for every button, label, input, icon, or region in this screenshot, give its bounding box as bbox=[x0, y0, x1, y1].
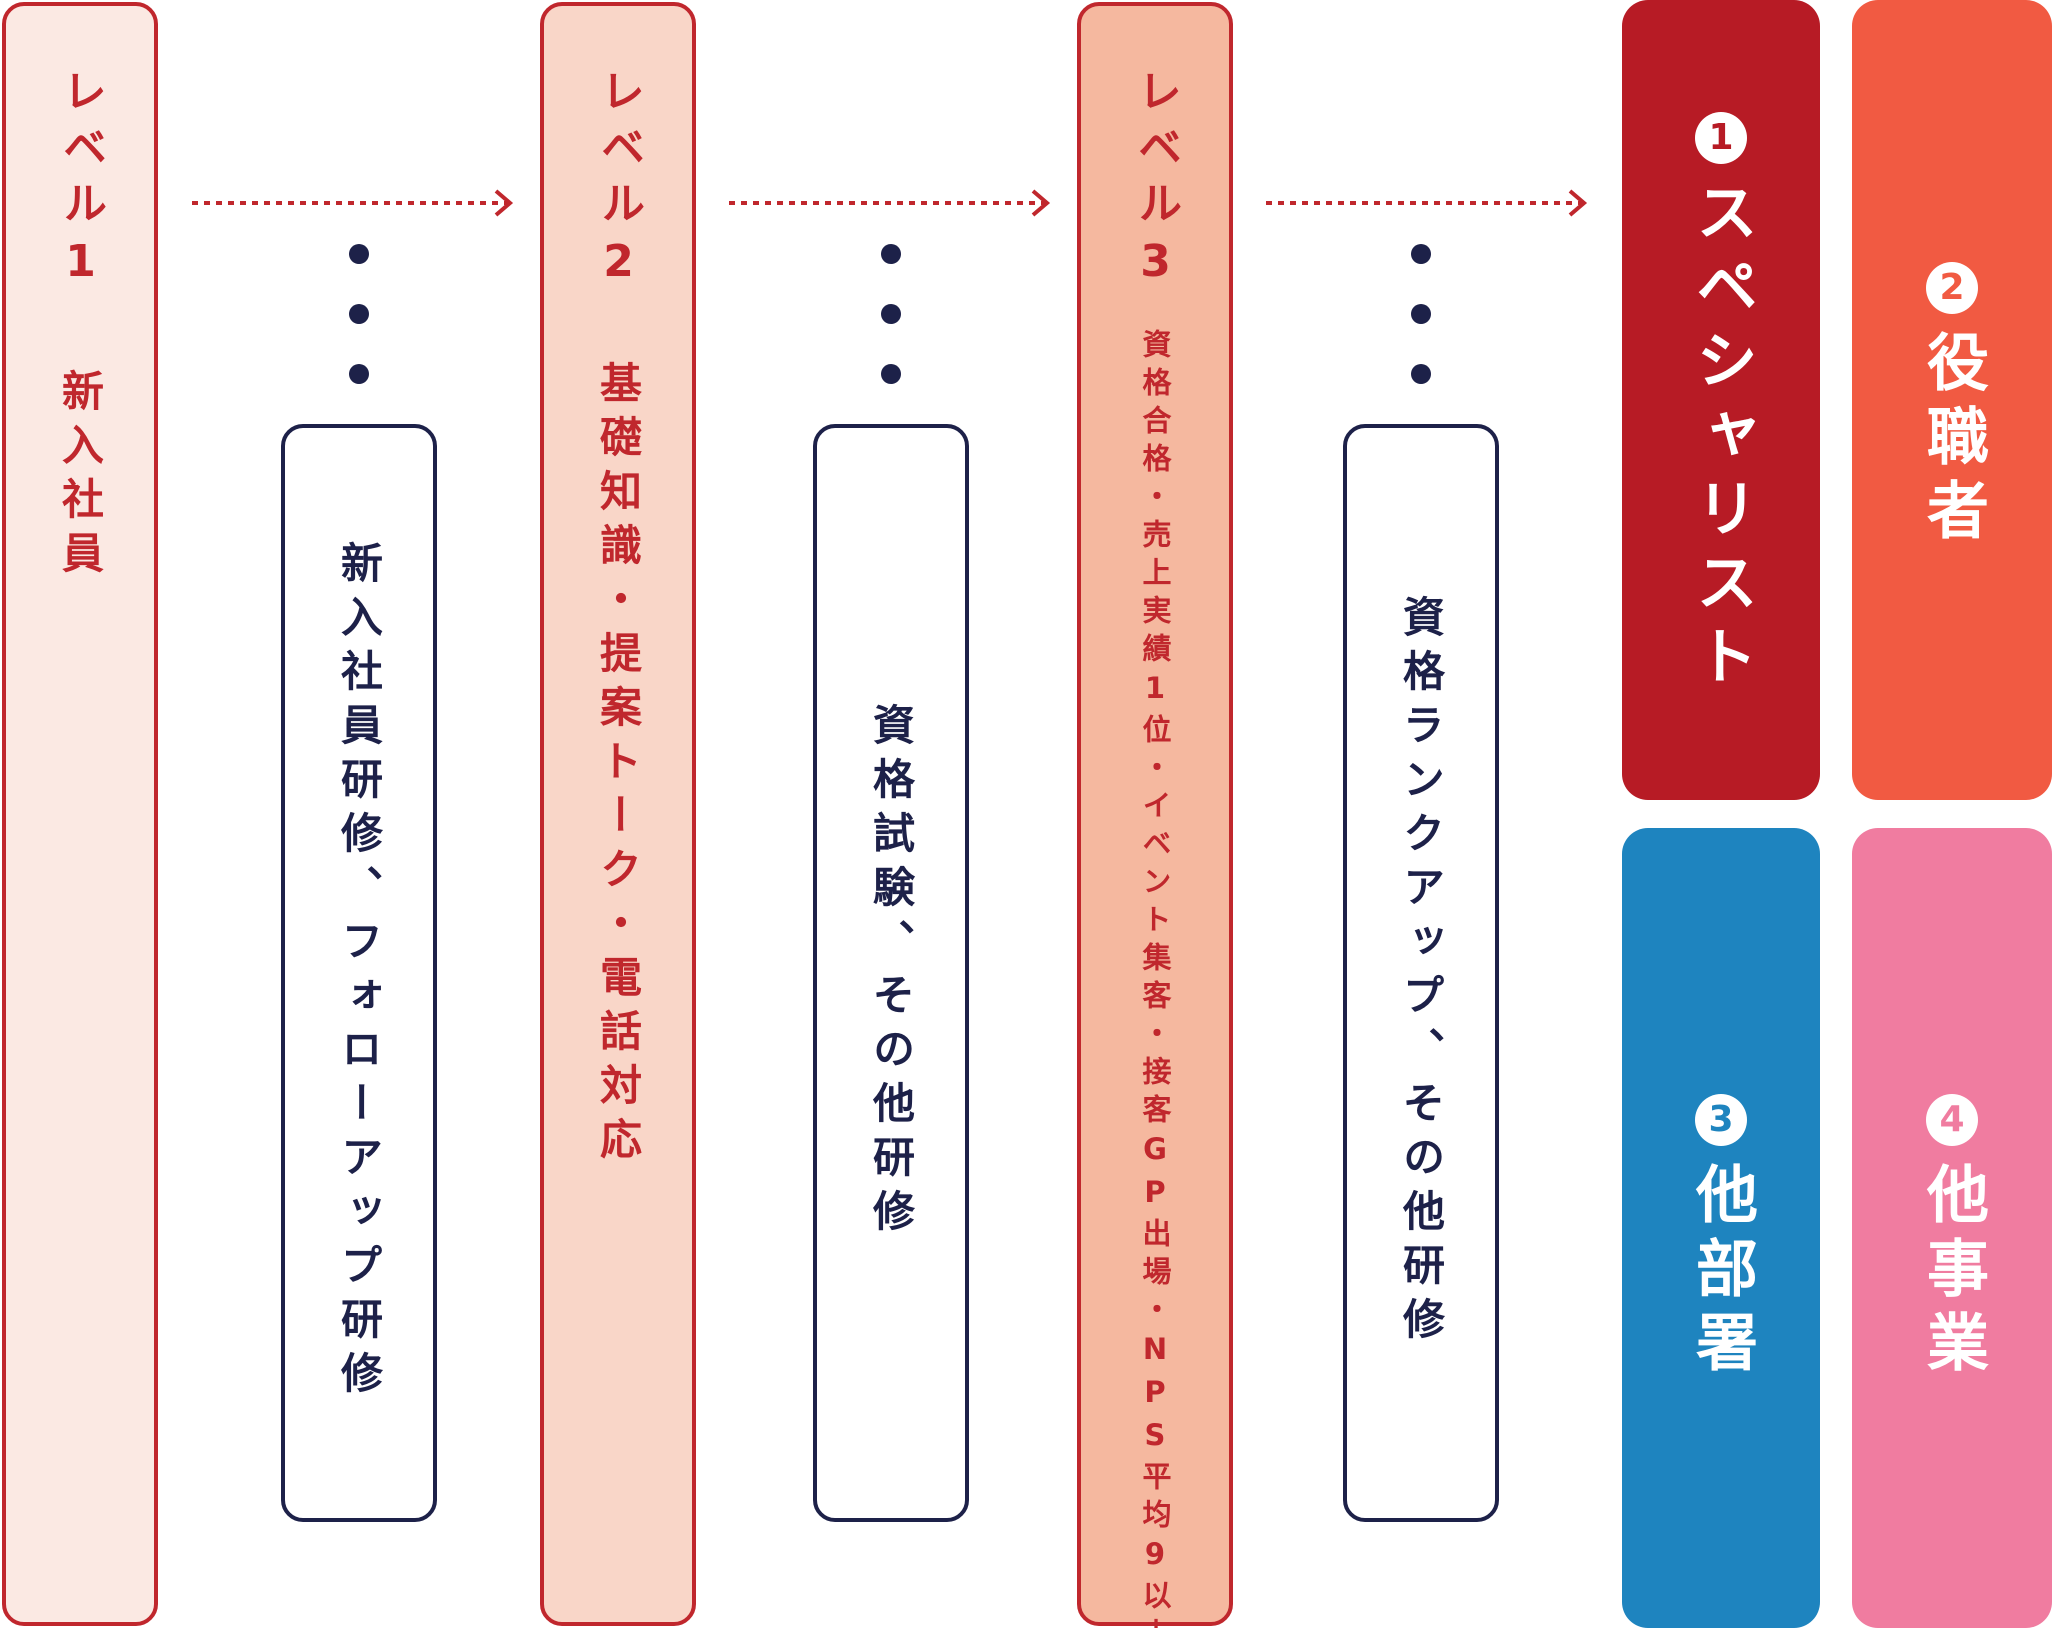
vertical-ellipsis-icon bbox=[881, 244, 901, 384]
vertical-ellipsis-icon bbox=[1411, 244, 1431, 384]
level-1-title: レベル1 bbox=[55, 68, 106, 299]
outcome-other-business: 4 他事業 bbox=[1852, 828, 2052, 1628]
training-box-2: 資格試験、その他研修 bbox=[813, 424, 969, 1522]
outcome-4-label: 他事業 bbox=[1916, 1162, 1989, 1384]
vertical-ellipsis-icon bbox=[349, 244, 369, 384]
training-3-label: 資格ランクアップ、その他研修 bbox=[1396, 595, 1446, 1351]
outcome-3-label: 他部署 bbox=[1685, 1162, 1758, 1384]
outcome-3-number: 3 bbox=[1695, 1094, 1747, 1146]
outcome-2-label: 役職者 bbox=[1916, 330, 1989, 552]
outcome-2-number: 2 bbox=[1926, 262, 1978, 314]
level-3-description: 資格合格・売上実績1位・イベント集客・接客GP出場・NPS平均9以上 bbox=[1138, 329, 1172, 1628]
training-1-label: 新入社員研修、フォローアップ研修 bbox=[334, 541, 384, 1405]
level-3-title: レベル3 bbox=[1130, 68, 1181, 299]
outcome-other-department: 3 他部署 bbox=[1622, 828, 1820, 1628]
level-2-column: レベル2 基礎知識・提案トーク・電話対応 bbox=[540, 2, 696, 1626]
outcome-manager: 2 役職者 bbox=[1852, 0, 2052, 800]
dotted-arrow-icon bbox=[729, 189, 1051, 217]
level-1-column: レベル1 新入社員 bbox=[2, 2, 158, 1626]
level-1-description: 新入社員 bbox=[55, 369, 105, 585]
outcome-1-number: 1 bbox=[1695, 112, 1747, 164]
dotted-arrow-icon bbox=[192, 189, 514, 217]
training-2-label: 資格試験、その他研修 bbox=[866, 703, 916, 1243]
dotted-arrow-icon bbox=[1266, 189, 1588, 217]
training-box-3: 資格ランクアップ、その他研修 bbox=[1343, 424, 1499, 1522]
outcome-specialist: 1 スペシャリスト bbox=[1622, 0, 1820, 800]
outcome-4-number: 4 bbox=[1926, 1094, 1978, 1146]
level-3-column: レベル3 資格合格・売上実績1位・イベント集客・接客GP出場・NPS平均9以上 bbox=[1077, 2, 1233, 1628]
level-2-description: 基礎知識・提案トーク・電話対応 bbox=[593, 361, 643, 1171]
outcome-1-label: スペシャリスト bbox=[1685, 180, 1758, 698]
training-box-1: 新入社員研修、フォローアップ研修 bbox=[281, 424, 437, 1522]
level-2-title: レベル2 bbox=[593, 68, 644, 299]
